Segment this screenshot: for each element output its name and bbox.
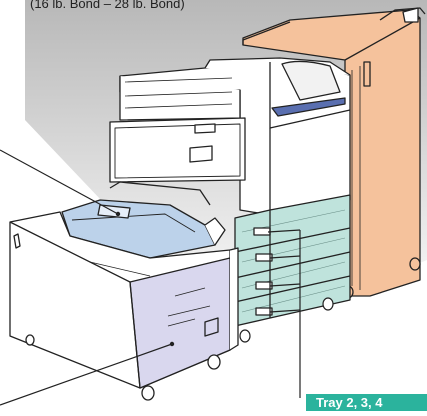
paper-weight-caption: (16 lb. Bond – 28 lb. Bond) (30, 0, 185, 11)
tray-callout-label: Tray 2, 3, 4 (306, 394, 427, 411)
bypass-leader-dot (116, 212, 120, 216)
hcf-leader-dot (170, 342, 174, 346)
tray-handle (254, 228, 270, 235)
